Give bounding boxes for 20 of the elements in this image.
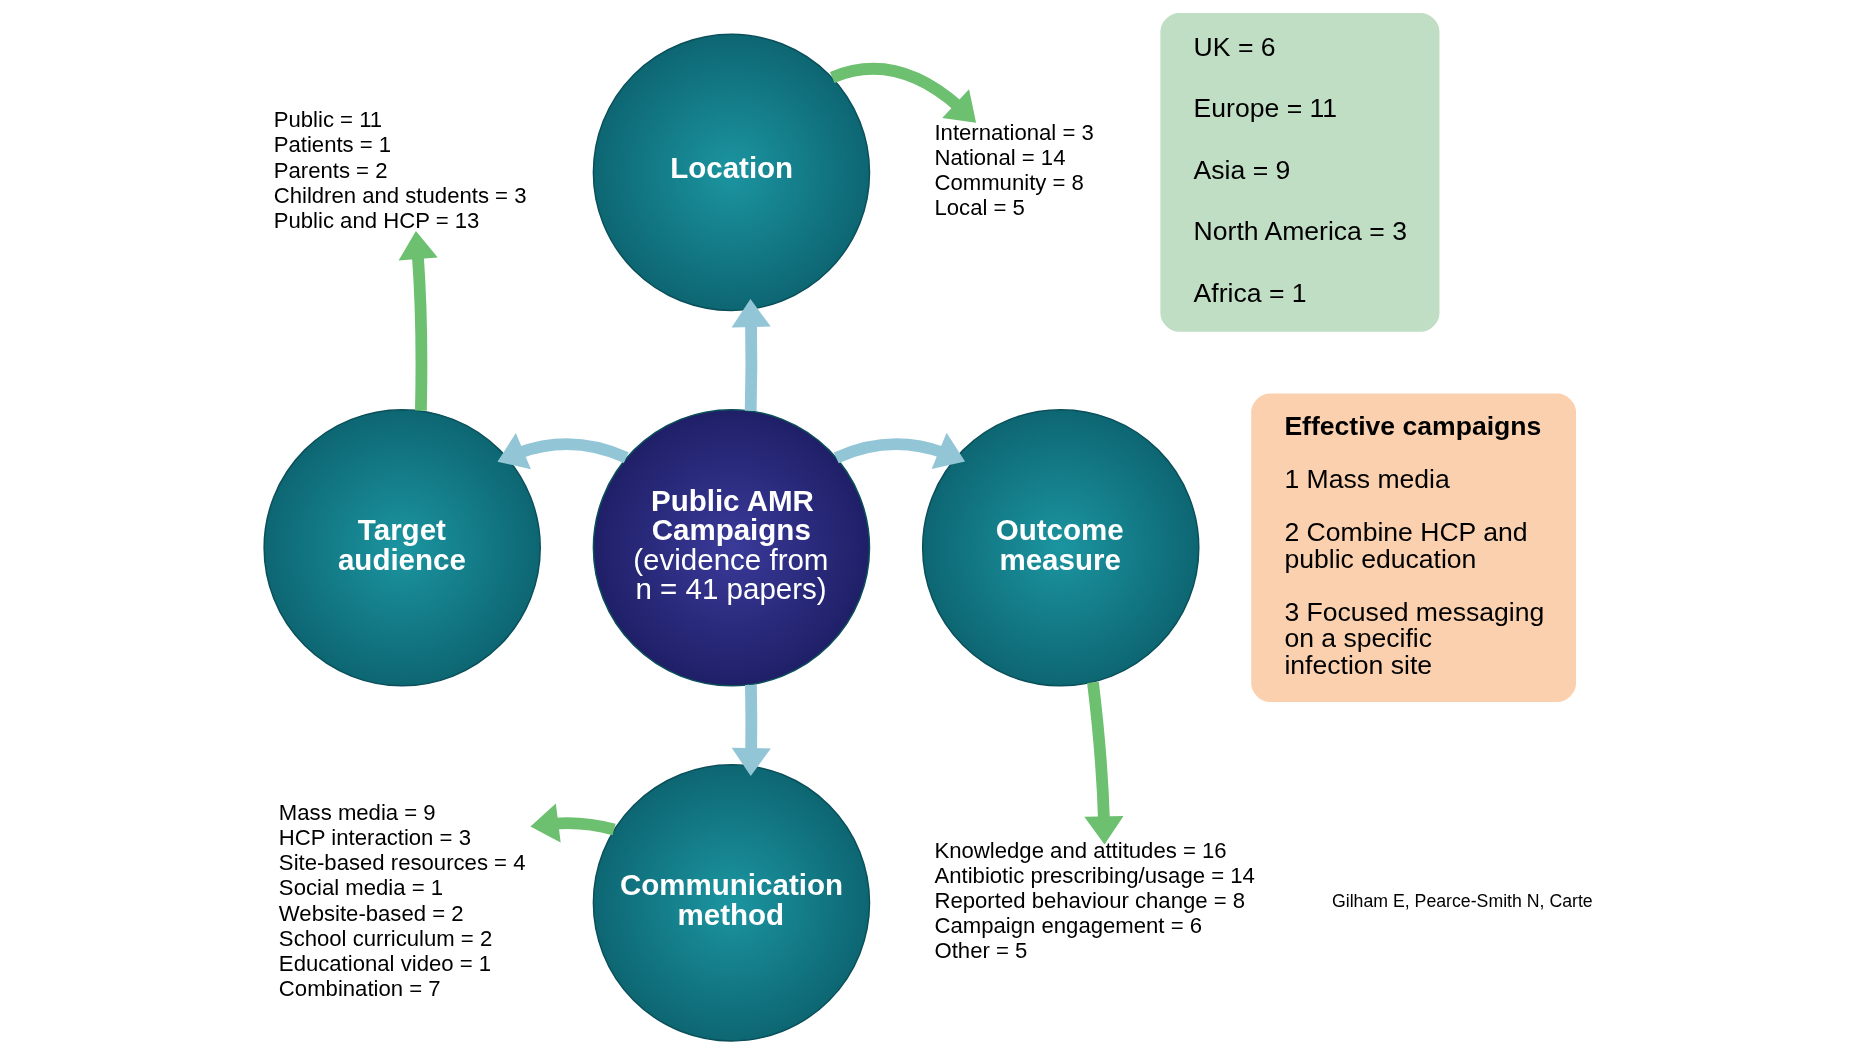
- node-text: Knowledge and attitudes = 16 Antibiotic prescribing/usage = 14 Reported behaviour change = 8 Campaign engagement = 6 Other = 5: [933, 837, 1255, 964]
- node-circle: Public AMR Campaigns (evidence from n = 41 papers): [592, 408, 870, 687]
- node-text: Mass media = 9 HCP interaction = 3 Site-based resources = 4 Social media = 1 Website-based = 2 School curriculum = 2 Educational video = 1 Combination = 7: [278, 800, 525, 1001]
- node-box: UK = 6 Europe = 11 Asia = 9 North America = 3 Africa = 1: [1159, 13, 1439, 332]
- node-circle: Communication method: [592, 764, 870, 1042]
- arrow: [731, 299, 771, 411]
- arrow: [833, 432, 965, 470]
- arrow: [398, 231, 438, 411]
- node-circle: Location: [592, 33, 870, 312]
- arrow: [1083, 681, 1123, 845]
- node-box: Effective campaigns 1 Mass media 2 Combine HCP and public education 3 Focused messaging on a specific infection site: [1250, 393, 1576, 703]
- arrow: [529, 803, 616, 843]
- arrow: [731, 684, 771, 777]
- label: Gilham E, Pearce-Smith N, Carte: [1331, 891, 1593, 912]
- arrow: [497, 432, 629, 470]
- node-text: International = 3 National = 14 Community = 8 Local = 5: [933, 119, 1094, 221]
- node-circle: Target audience: [262, 408, 541, 687]
- arrow: [829, 63, 976, 123]
- node-circle: Outcome measure: [921, 408, 1199, 687]
- node-text: Public = 11 Patients = 1 Parents = 2 Children and students = 3 Public and HCP = 13: [273, 107, 526, 233]
